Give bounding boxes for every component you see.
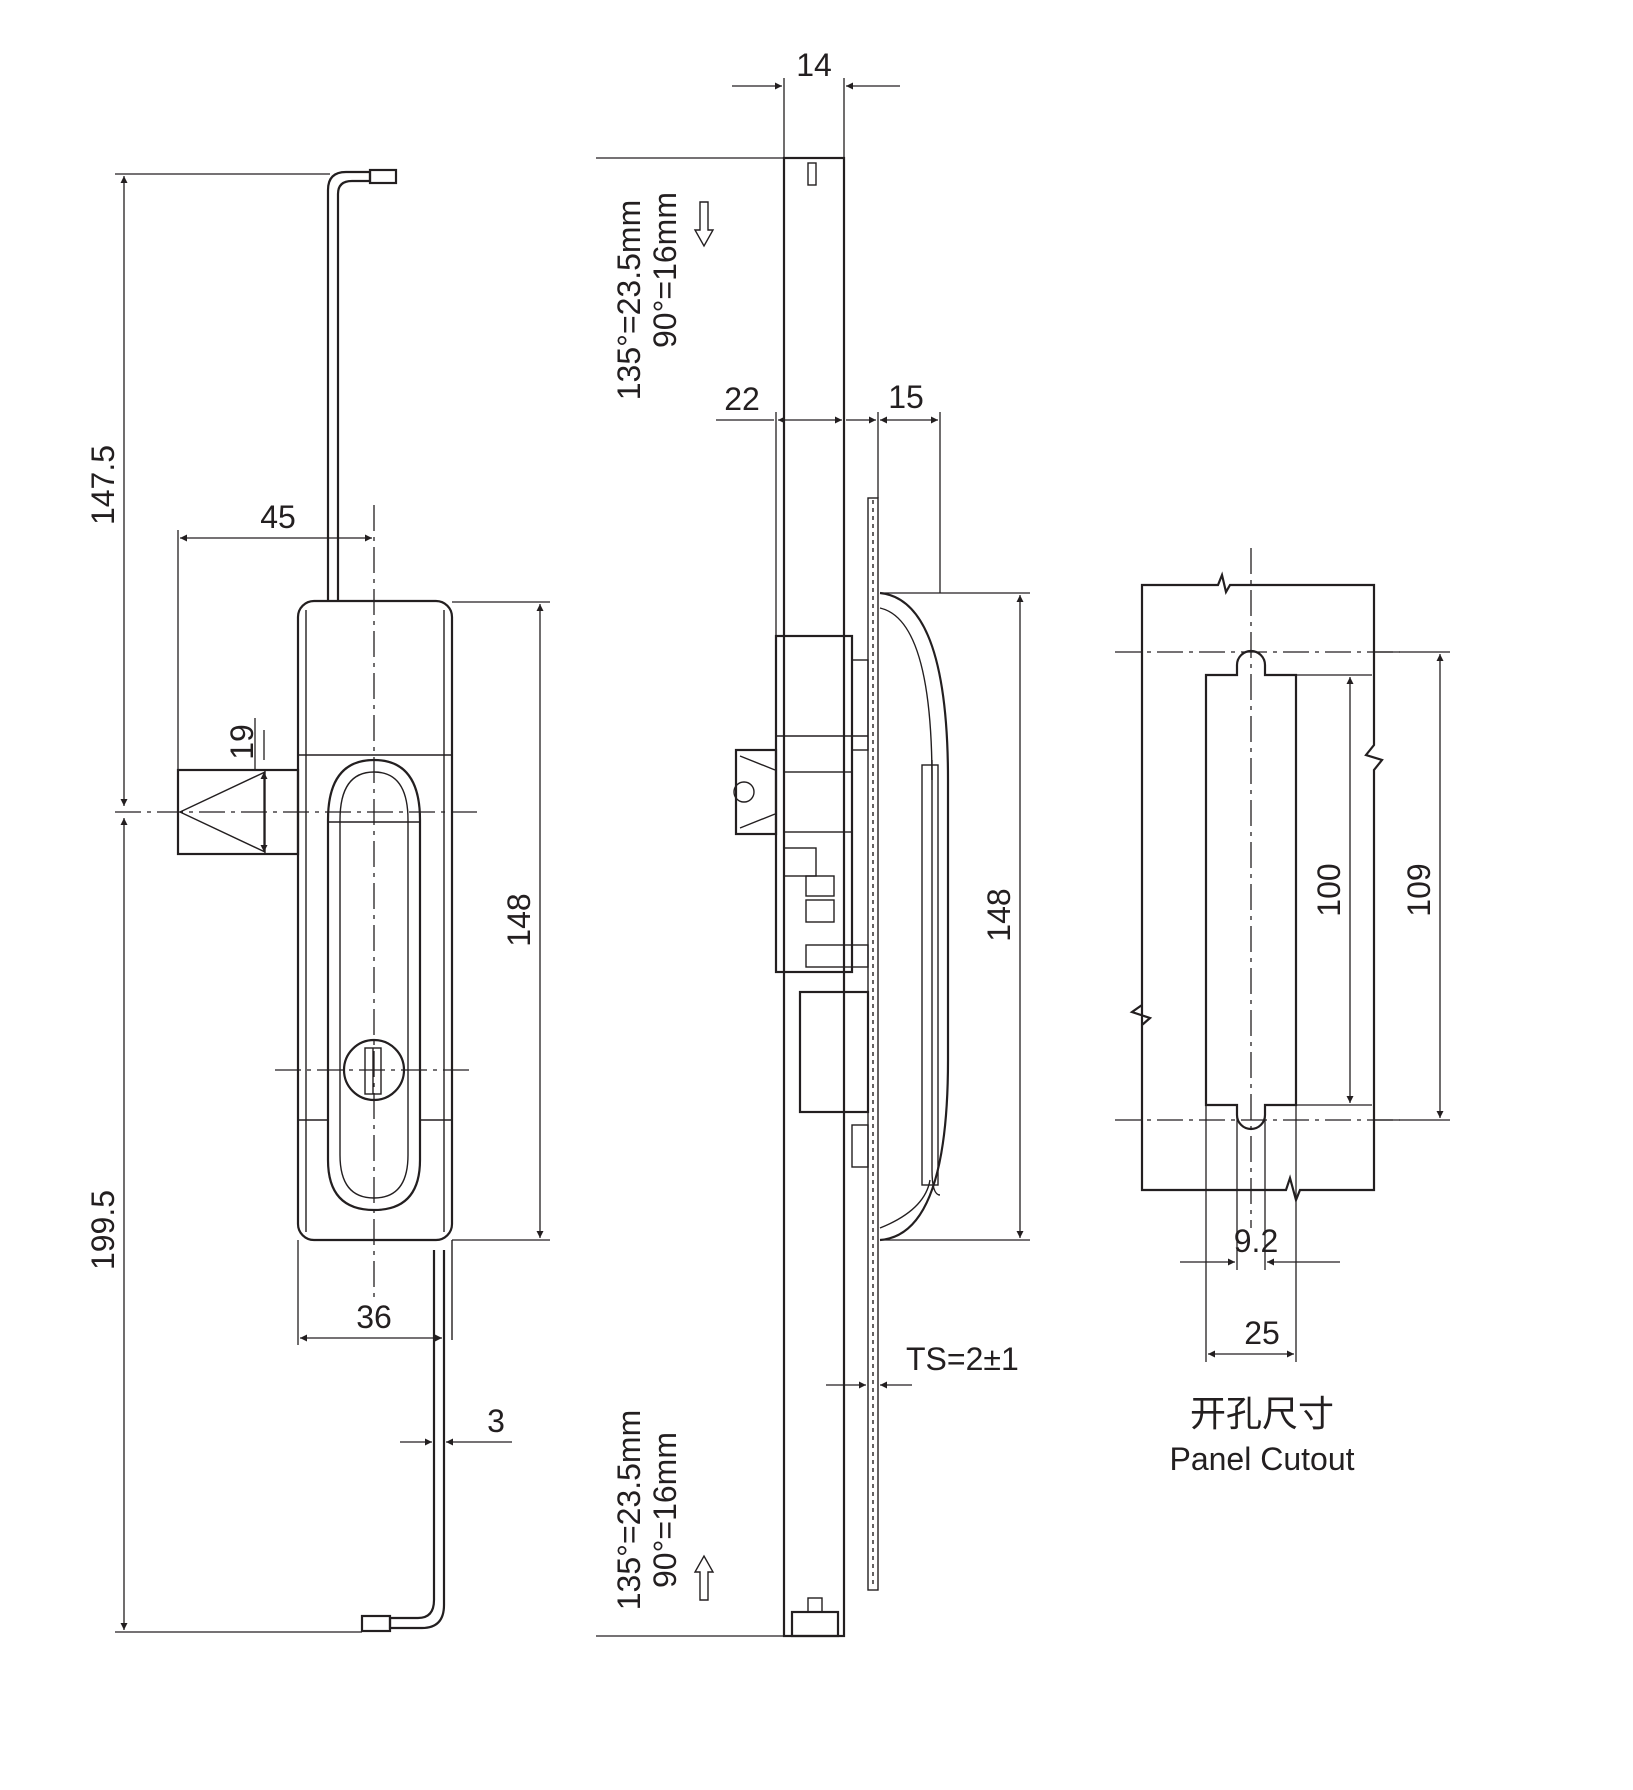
side-handle (879, 591, 950, 1242)
note-bottom-line2: 90°=16mm (647, 1432, 683, 1588)
note-top-line2: 90°=16mm (647, 192, 683, 348)
dim-45: 45 (260, 499, 296, 535)
dim-15: 15 (888, 379, 924, 415)
dim-147-5: 147.5 (85, 445, 121, 525)
front-view: 147.5 199.5 45 19 148 36 3 (85, 168, 550, 1633)
side-view: 14 135°=23.5mm 90°=16mm 135°=23.5mm 90°=… (596, 47, 1030, 1638)
panel-cutout-view: 100 109 9.2 25 开孔尺寸 Panel Cutout (1115, 548, 1450, 1477)
dim-3: 3 (487, 1403, 505, 1439)
dim-19: 19 (224, 724, 260, 760)
dim-100: 100 (1311, 863, 1347, 916)
dim-panel-thickness: TS=2±1 (906, 1341, 1019, 1377)
top-rod (326, 170, 372, 600)
dim-199-5: 199.5 (85, 1190, 121, 1270)
dim-148-side: 148 (981, 888, 1017, 941)
handle-housing (296, 599, 454, 1242)
cutout-panel-outline (1129, 571, 1384, 1204)
side-rod (782, 156, 846, 1638)
dim-14: 14 (796, 47, 832, 83)
dim-22: 22 (724, 381, 760, 417)
dim-9-2: 9.2 (1234, 1223, 1278, 1259)
dim-25: 25 (1244, 1315, 1280, 1351)
note-bottom-line1: 135°=23.5mm (611, 1410, 647, 1610)
bottom-rod-tip (360, 1614, 392, 1633)
side-tongue (733, 748, 778, 836)
dim-36: 36 (356, 1299, 392, 1335)
handle-slot (326, 758, 422, 1212)
note-top-line1: 135°=23.5mm (611, 200, 647, 400)
bottom-rod (388, 1250, 446, 1630)
top-rod-tip (368, 168, 398, 185)
latch-tongue (176, 768, 300, 856)
dim-148-front: 148 (501, 893, 537, 946)
panel-cutout-label-cn: 开孔尺寸 (1190, 1394, 1334, 1435)
panel-cutout-label-en: Panel Cutout (1169, 1441, 1354, 1477)
dim-109: 109 (1401, 863, 1437, 916)
arrow-up-icon (693, 1554, 715, 1601)
arrow-down-icon (693, 201, 715, 248)
